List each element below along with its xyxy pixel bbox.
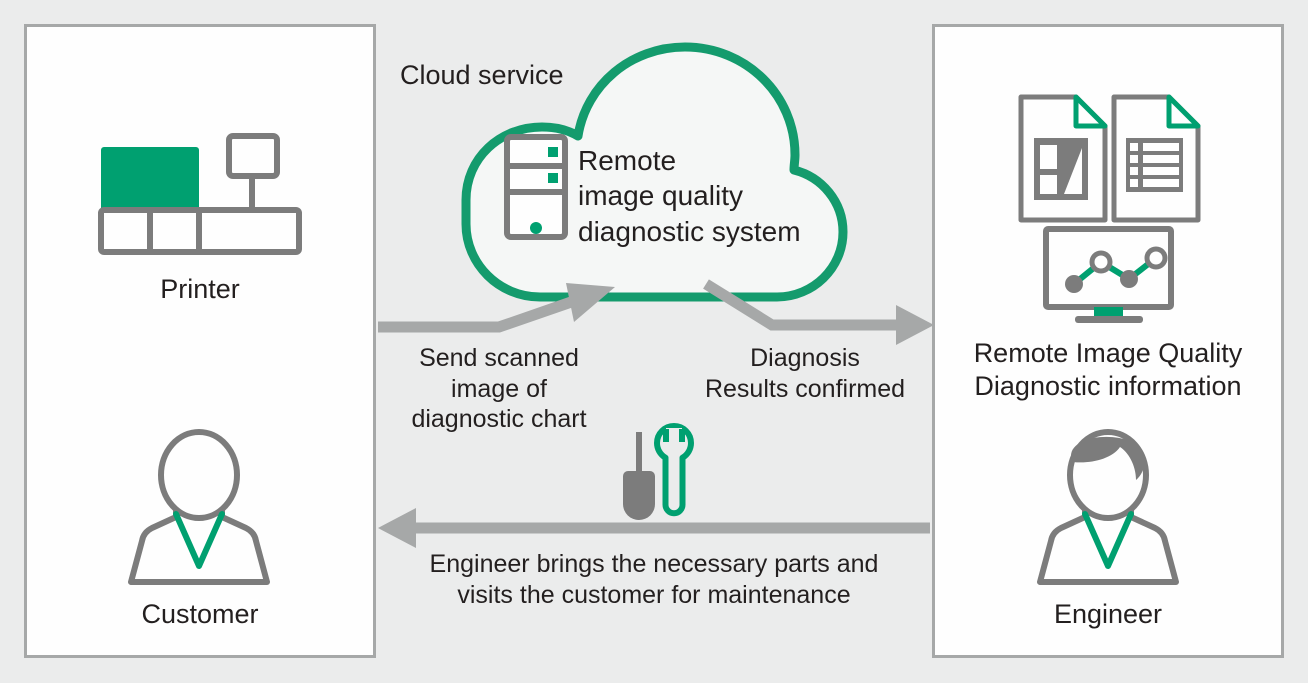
send-flow-label: Send scanned image of diagnostic chart — [411, 344, 587, 433]
maintenance-flow-label: Engineer brings the necessary parts and … — [429, 550, 879, 609]
customer-panel — [24, 24, 376, 658]
engineer-label: Engineer — [1053, 599, 1163, 629]
customer-label: Customer — [141, 599, 259, 629]
cloud-system-name: Remote image quality diagnostic system — [578, 145, 801, 247]
service-center-panel — [932, 24, 1284, 658]
diagnostic-info-label: Remote Image Quality Diagnostic informat… — [973, 338, 1243, 401]
diagnosis-flow-label: Diagnosis Results confirmed — [704, 344, 906, 403]
printer-label: Printer — [160, 274, 240, 304]
cloud-service-label: Cloud service — [400, 60, 564, 90]
